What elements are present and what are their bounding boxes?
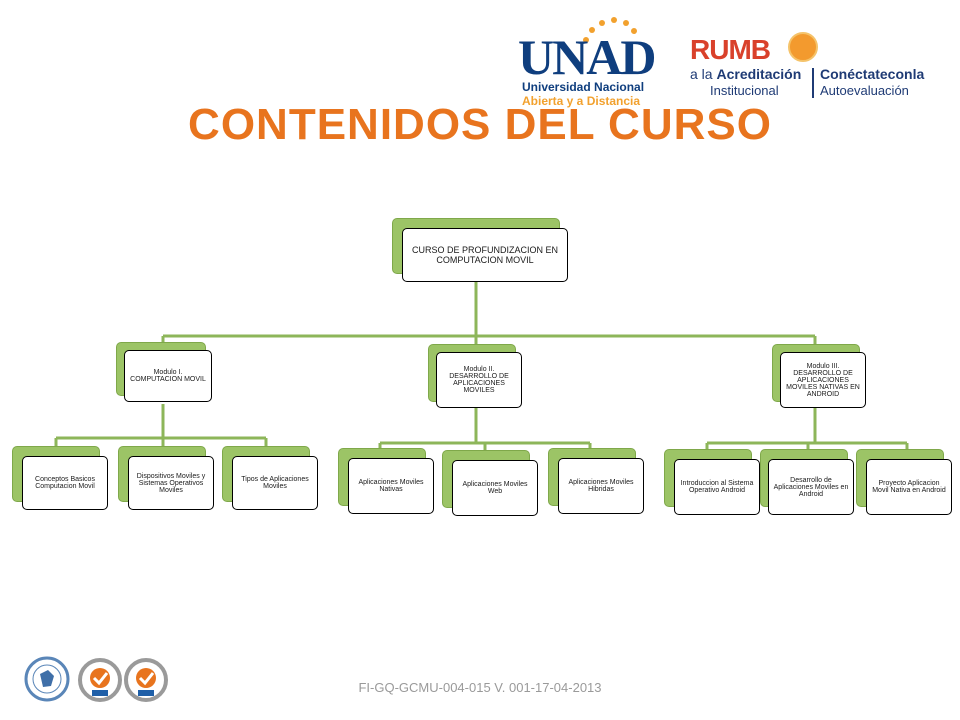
rumbo-logo: RUMB a la Acreditación Institucional Con… [688,32,928,98]
sgs-seal-icon [78,658,122,702]
rumbo-right1: Conéctateconla [820,66,925,82]
module-node-1-label: Modulo I. COMPUTACION MOVIL [124,350,212,402]
module-node-3-label: Modulo III. DESARROLLO DE APLICACIONES M… [780,352,866,408]
sgs-seal-icon [124,658,168,702]
rumbo-line1: a la Acreditación [690,66,802,82]
root-node-label: CURSO DE PROFUNDIZACION EN COMPUTACION M… [402,228,568,282]
child-node-3-3-label: Proyecto Aplicacion Movil Nativa en Andr… [866,459,952,515]
rumbo-divider [812,68,814,98]
unad-mark: UNAD [518,29,656,85]
child-node-3-2-label: Desarrollo de Aplicaciones Moviles en An… [768,459,854,515]
colombia-seal-icon [24,656,70,702]
module-node-2-label: Modulo II. DESARROLLO DE APLICACIONES MO… [436,352,522,408]
footer-code: FI-GQ-GCMU-004-015 V. 001-17-04-2013 [358,680,602,695]
unad-line1: Universidad Nacional [522,80,645,94]
child-node-3-1-label: Introduccion al Sistema Operativo Androi… [674,459,760,515]
rumbo-line2: Institucional [710,83,779,98]
page-title: CONTENIDOS DEL CURSO [188,100,772,149]
child-node-2-3-label: Aplicaciones Moviles Hibridas [558,458,644,514]
unad-dots-icon [583,17,637,43]
rumbo-word: RUMB [690,34,771,65]
rumbo-globe-icon [788,32,818,62]
child-node-1-2-label: Dispositivos Moviles y Sistemas Operativ… [128,456,214,510]
unad-logo: UNAD Universidad Nacional Abierta y a Di… [516,14,656,109]
rumbo-right2: Autoevaluación [820,83,909,98]
child-node-1-1-label: Conceptos Basicos Computacion Movil [22,456,108,510]
unad-line2: Abierta y a Distancia [522,94,641,108]
child-node-2-1-label: Aplicaciones Moviles Nativas [348,458,434,514]
child-node-2-2-label: Aplicaciones Moviles Web [452,460,538,516]
child-node-1-3-label: Tipos de Aplicaciones Moviles [232,456,318,510]
